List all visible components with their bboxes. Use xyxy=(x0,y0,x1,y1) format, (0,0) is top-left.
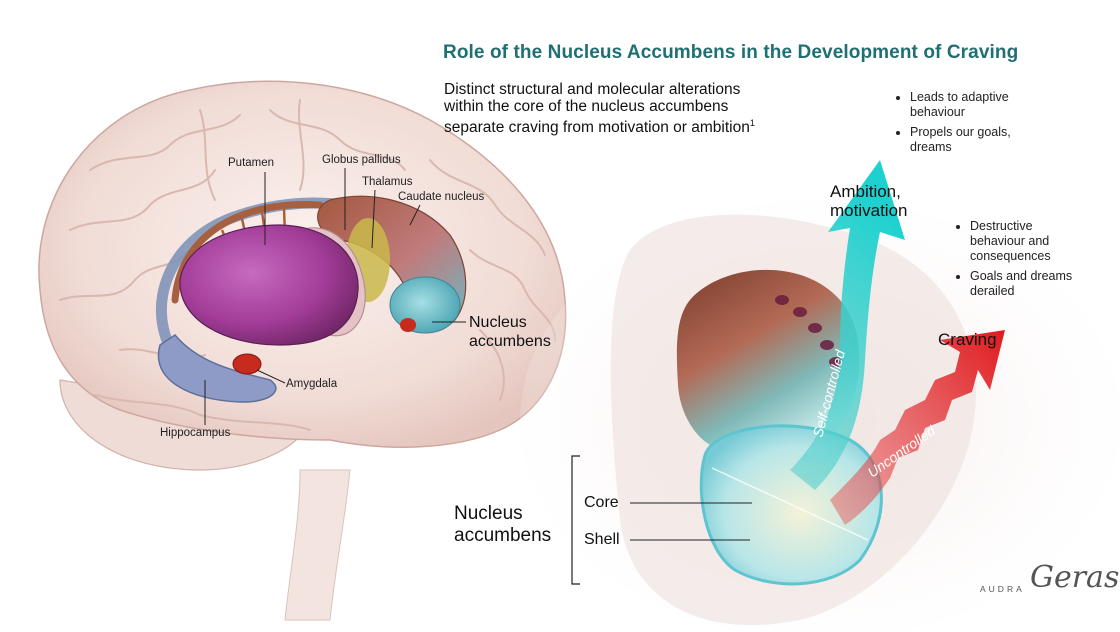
label-globus-pallidus: Globus pallidus xyxy=(322,154,401,166)
ambition-bullet: Propels our goals, dreams xyxy=(910,125,1030,155)
label-thalamus: Thalamus xyxy=(362,176,413,188)
subtitle-line-2: within the core of the nucleus accumbens xyxy=(444,98,729,115)
nucleus-accumbens-detail: Self-controlled Uncontrolled xyxy=(520,160,1120,632)
detail-nucleus-line-2: accumbens xyxy=(454,525,552,546)
label-nucleus-accumbens-line-2: accumbens xyxy=(469,333,551,350)
label-core: Core xyxy=(584,494,619,511)
footnote-marker: 1 xyxy=(749,118,755,128)
brain-illustration xyxy=(38,80,567,621)
ambition-bullets: Leads to adaptive behaviour Propels our … xyxy=(898,90,1040,160)
craving-bullet: Destructive behaviour and consequences xyxy=(970,219,1080,264)
label-nucleus-accumbens-line-1: Nucleus xyxy=(469,314,527,331)
subtitle-line-1: Distinct structural and molecular altera… xyxy=(444,81,741,98)
label-putamen: Putamen xyxy=(228,157,275,169)
label-shell: Shell xyxy=(584,531,620,548)
craving-bullets: Destructive behaviour and consequences G… xyxy=(958,219,1080,304)
craving-bullet: Goals and dreams derailed xyxy=(970,269,1080,299)
label-nucleus-accumbens: Nucleus accumbens xyxy=(469,313,551,351)
label-hippocampus: Hippocampus xyxy=(160,427,231,439)
signature-small: AUDRA xyxy=(980,584,1025,594)
subtitle-line-3: separate craving from motivation or ambi… xyxy=(444,115,824,136)
label-amygdala: Amygdala xyxy=(286,378,338,390)
subtitle-line-3-text: separate craving from motivation or ambi… xyxy=(444,119,750,137)
label-caudate-nucleus: Caudate nucleus xyxy=(398,191,485,203)
ambition-bullet: Leads to adaptive behaviour xyxy=(910,90,1040,120)
ambition-label: Ambition, motivation xyxy=(830,182,907,220)
subtitle: Distinct structural and molecular altera… xyxy=(444,81,824,136)
ambition-label-line-1: Ambition, xyxy=(830,182,901,201)
detail-nucleus-accumbens-label: Nucleus accumbens xyxy=(454,503,551,547)
signature-script: Geras xyxy=(1030,560,1120,595)
craving-label: Craving xyxy=(938,330,997,349)
detail-nucleus-line-1: Nucleus xyxy=(454,503,523,524)
page-title: Role of the Nucleus Accumbens in the Dev… xyxy=(443,42,1019,63)
ambition-label-line-2: motivation xyxy=(830,201,908,220)
